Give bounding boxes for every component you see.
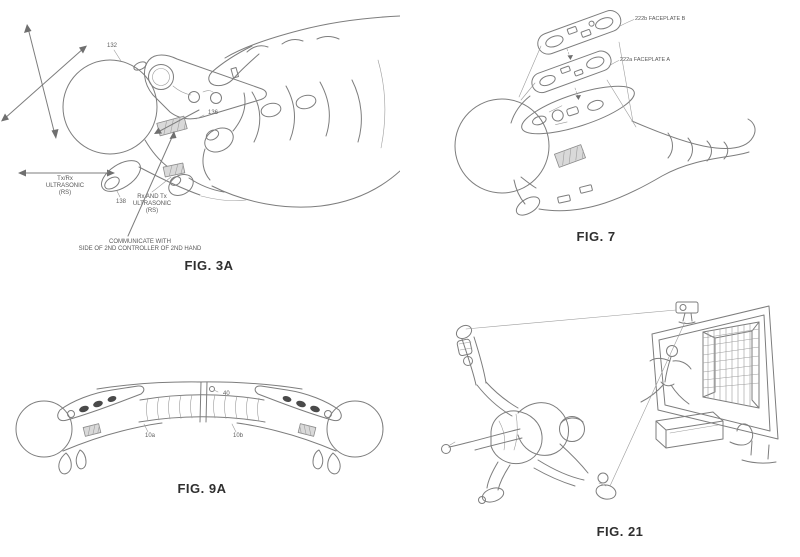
tracking-ball (454, 98, 550, 194)
figure-3a: 132 (0, 0, 400, 285)
faceplate-b (537, 10, 622, 55)
figure-9a-caption: FIG. 9A (177, 481, 227, 496)
ref-joint: 40 (223, 391, 230, 397)
ref-ball: 132 (107, 43, 118, 49)
ref-transducer: 136 (208, 110, 219, 116)
player (441, 324, 617, 504)
goalkeeper (640, 345, 692, 405)
tv (651, 305, 779, 464)
ref-controller-left: 10a (145, 433, 156, 439)
game-console (655, 411, 753, 449)
communicate-arrow (127, 131, 177, 237)
assembly-guide-lines (518, 19, 637, 128)
figure-7: 222b FACEPLATE B 222a FACEPLATE A FIG. 7 (400, 0, 800, 260)
tracking-ball (62, 49, 158, 155)
label-communicate: COMMUNICATE WITH SIDE OF 2ND CONTROLLER … (78, 239, 202, 252)
flexible-bridge (138, 381, 266, 433)
figure-7-caption: FIG. 7 (576, 229, 616, 244)
tracking-lines (465, 309, 686, 487)
hand (168, 15, 400, 208)
thumb (101, 160, 201, 198)
controller-body (133, 54, 267, 193)
figure-9a: 40 10a 10b FIG. 9A (0, 290, 400, 557)
goal-net (702, 321, 760, 409)
label-faceplate-a: 222a FACEPLATE A (620, 57, 671, 63)
figure-9a-drawing: 40 10a 10b (15, 381, 384, 475)
figure-3a-caption: FIG. 3A (184, 258, 234, 273)
joined-controller-left (15, 381, 203, 475)
figure-21-drawing (441, 301, 779, 504)
label-txrx-ultrasonic: Tx/Rx ULTRASONIC (RS) (45, 176, 85, 196)
figure-21: FIG. 21 (400, 280, 800, 557)
label-rx-tx-ultrasonic: Rx AND Tx ULTRASONIC (RS) (132, 194, 172, 214)
ref-controller-right: 10b (233, 433, 244, 439)
controller-body (510, 85, 756, 216)
figure-3a-drawing: 132 (1, 15, 400, 237)
figure-21-caption: FIG. 21 (596, 524, 644, 539)
label-faceplate-b: 222b FACEPLATE B (635, 16, 686, 22)
camera (675, 301, 699, 324)
ref-thumb: 138 (116, 199, 127, 205)
coordinate-axes (1, 24, 87, 139)
ultrasonic-transducer (154, 109, 205, 137)
figure-7-drawing (454, 10, 756, 216)
